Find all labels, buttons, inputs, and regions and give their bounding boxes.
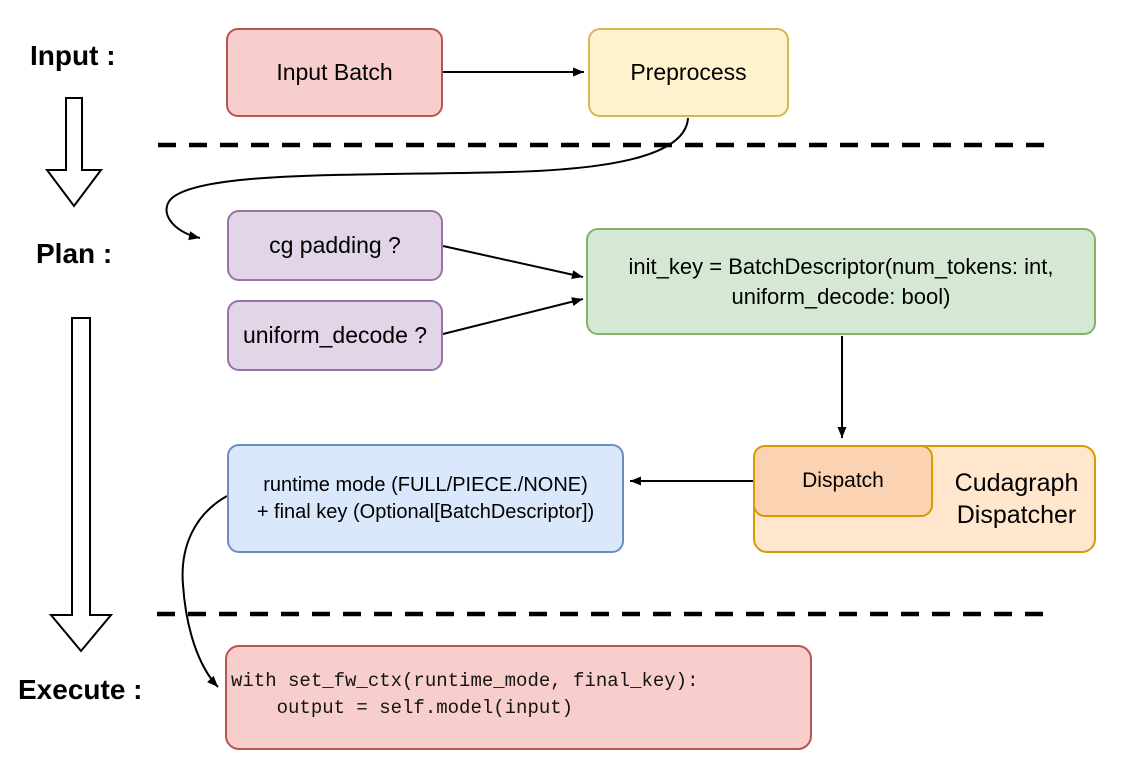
- node-execute-code: with set_fw_ctx(runtime_mode, final_key)…: [225, 645, 812, 750]
- arrow-cg-padding-to-init-key: [442, 245, 584, 280]
- node-input-batch-label: Input Batch: [276, 59, 393, 86]
- node-runtime-mode-line1: runtime mode (FULL/PIECE./NONE): [263, 474, 588, 497]
- section-label-execute: Execute :: [18, 674, 143, 705]
- node-preprocess: Preprocess: [588, 28, 789, 117]
- node-cg-padding-label: cg padding ?: [269, 232, 401, 259]
- node-init-key-line1: init_key = BatchDescriptor(num_tokens: i…: [628, 254, 1054, 280]
- arrow-uniform-decode-to-init-key: [442, 297, 584, 335]
- cudagraph-dispatcher-label: Cudagraph Dispatcher: [935, 447, 1098, 551]
- node-dispatch-label: Dispatch: [802, 469, 884, 493]
- node-input-batch: Input Batch: [226, 28, 443, 117]
- node-runtime-mode-line2: + final key (Optional[BatchDescriptor]): [256, 500, 595, 523]
- arrow-runtime-mode-to-execute-code: [181, 495, 228, 688]
- node-uniform-decode-label: uniform_decode ?: [242, 322, 428, 349]
- hollow-arrow-input: [45, 97, 103, 208]
- node-dispatch: Dispatch: [753, 445, 933, 517]
- node-uniform-decode: uniform_decode ?: [227, 300, 443, 371]
- node-runtime-mode: runtime mode (FULL/PIECE./NONE) + final …: [227, 444, 624, 553]
- node-init-key-line2: uniform_decode: bool): [731, 283, 951, 309]
- cudagraph-label-line1: Cudagraph: [954, 468, 1079, 497]
- section-label-plan: Plan :: [36, 238, 113, 269]
- node-init-key: init_key = BatchDescriptor(num_tokens: i…: [586, 228, 1096, 335]
- hollow-arrow-plan: [48, 317, 114, 653]
- cudagraph-label-line2: Dispatcher: [956, 501, 1077, 529]
- node-cg-padding: cg padding ?: [227, 210, 443, 281]
- execute-code-line2: output = self.model(input): [231, 697, 574, 719]
- execute-code-line1: with set_fw_ctx(runtime_mode, final_key)…: [231, 670, 699, 692]
- section-label-input: Input :: [30, 40, 116, 71]
- node-preprocess-label: Preprocess: [630, 59, 747, 86]
